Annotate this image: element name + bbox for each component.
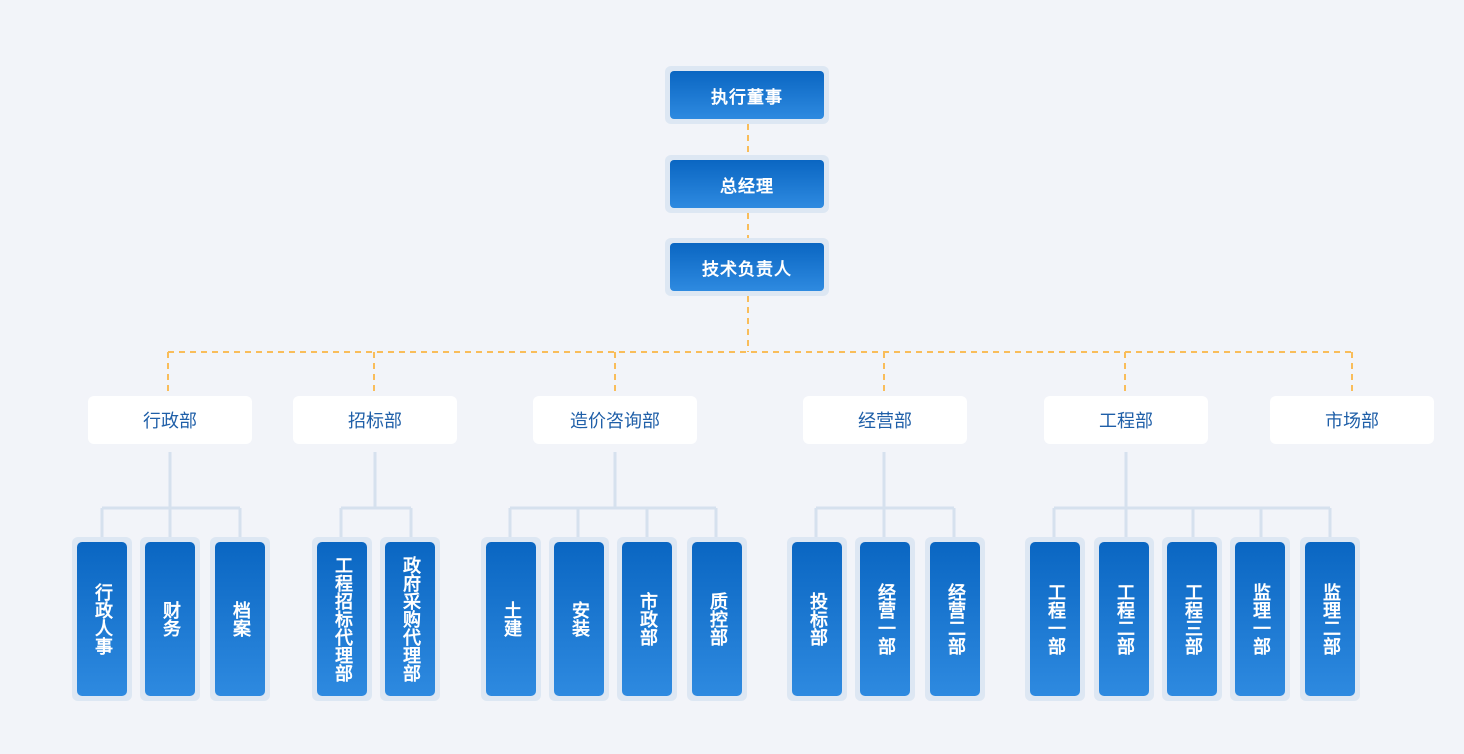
- sub-quality-control-label: 质控部: [707, 592, 728, 646]
- sub-supervision-2-label: 监理二部: [1320, 583, 1341, 655]
- sub-engineering-1-label: 工程一部: [1045, 583, 1066, 655]
- sub-admin-hr-label: 行政人事: [92, 583, 113, 655]
- sub-civil-label: 土建: [501, 601, 522, 637]
- sub-admin-hr: 行政人事: [72, 537, 132, 701]
- sub-engineering-2-label: 工程二部: [1114, 583, 1135, 655]
- sub-supervision-1: 监理一部: [1230, 537, 1290, 701]
- sub-archives: 档案: [210, 537, 270, 701]
- node-technical-lead-label: 技术负责人: [670, 243, 824, 291]
- sub-operations-2: 经营二部: [925, 537, 985, 701]
- dept-bidding: 招标部: [293, 396, 457, 444]
- sub-supervision-2: 监理二部: [1300, 537, 1360, 701]
- dept-engineering: 工程部: [1044, 396, 1208, 444]
- dept-cost-consulting: 造价咨询部: [533, 396, 697, 444]
- sub-engineering-1: 工程一部: [1025, 537, 1085, 701]
- sub-operations-1: 经营一部: [855, 537, 915, 701]
- sub-municipal-label: 市政部: [637, 592, 658, 646]
- sub-tendering-label: 投标部: [807, 592, 828, 646]
- sub-engineering-3: 工程三部: [1162, 537, 1222, 701]
- dept-market: 市场部: [1270, 396, 1434, 444]
- node-general-manager-label: 总经理: [670, 160, 824, 208]
- node-technical-lead: 技术负责人: [665, 238, 829, 296]
- node-general-manager: 总经理: [665, 155, 829, 213]
- sub-finance: 财务: [140, 537, 200, 701]
- sub-installation-label: 安装: [569, 601, 590, 637]
- sub-operations-1-label: 经营一部: [875, 583, 896, 655]
- sub-finance-label: 财务: [160, 601, 181, 637]
- sub-installation: 安装: [549, 537, 609, 701]
- sub-engineering-bidding-agency-label: 工程招标代理部: [332, 556, 353, 682]
- sub-quality-control: 质控部: [687, 537, 747, 701]
- dept-operations: 经营部: [803, 396, 967, 444]
- sub-engineering-3-label: 工程三部: [1182, 583, 1203, 655]
- node-executive-director-label: 执行董事: [670, 71, 824, 119]
- sub-engineering-2: 工程二部: [1094, 537, 1154, 701]
- sub-supervision-1-label: 监理一部: [1250, 583, 1271, 655]
- sub-government-procurement-agency-label: 政府采购代理部: [400, 556, 421, 682]
- sub-operations-2-label: 经营二部: [945, 583, 966, 655]
- node-executive-director: 执行董事: [665, 66, 829, 124]
- dept-admin: 行政部: [88, 396, 252, 444]
- sub-tendering: 投标部: [787, 537, 847, 701]
- sub-archives-label: 档案: [230, 601, 251, 637]
- sub-civil: 土建: [481, 537, 541, 701]
- sub-engineering-bidding-agency: 工程招标代理部: [312, 537, 372, 701]
- sub-government-procurement-agency: 政府采购代理部: [380, 537, 440, 701]
- sub-municipal: 市政部: [617, 537, 677, 701]
